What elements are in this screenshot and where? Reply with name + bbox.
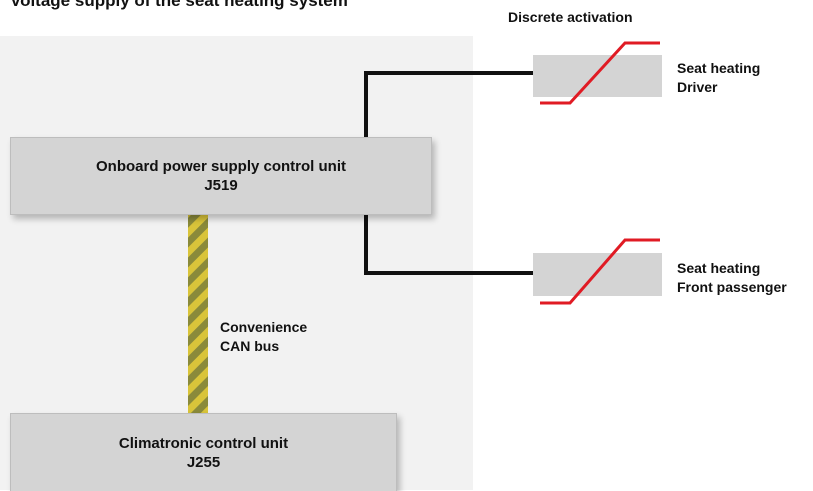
onboard-unit-code: J519: [204, 177, 238, 194]
wire-to-passenger: [364, 213, 533, 275]
wire-to-driver: [364, 71, 533, 137]
climatronic-unit-code: J255: [186, 453, 221, 471]
seat-heating-passenger-label: Seat heating Front passenger: [677, 259, 787, 297]
climatronic-control-unit: Climatronic control unit J255: [10, 413, 397, 491]
header-fragment: Voltage supply of the seat heating syste…: [10, 0, 348, 10]
seat-heater-passenger-element: [533, 253, 662, 296]
seat-heating-driver-label: Seat heating Driver: [677, 59, 760, 97]
onboard-unit-name: Onboard power supply control unit: [96, 158, 346, 175]
switch-symbol-passenger: [540, 238, 660, 305]
seat-heater-driver-element: [533, 55, 662, 97]
convenience-can-bus-label: Convenience CAN bus: [220, 318, 307, 356]
discrete-activation-label: Discrete activation: [508, 9, 633, 25]
switch-symbol-driver: [540, 41, 660, 105]
climatronic-unit-name: Climatronic control unit: [118, 434, 289, 452]
seat-driver-line2: Driver: [677, 79, 718, 95]
bus-line1: Convenience: [220, 319, 308, 335]
onboard-power-supply-control-unit: Onboard power supply control unit J519: [10, 137, 432, 215]
seat-passenger-line2: Front passenger: [677, 279, 787, 295]
can-bus-line: [188, 212, 208, 414]
bus-line2: CAN bus: [220, 338, 280, 354]
seat-driver-line1: Seat heating: [677, 60, 761, 76]
seat-passenger-line1: Seat heating: [677, 260, 761, 276]
